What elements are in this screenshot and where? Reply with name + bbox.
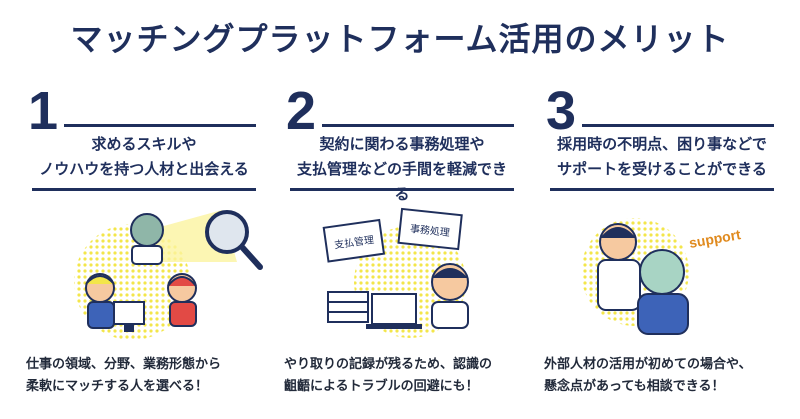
divider <box>32 188 256 191</box>
laptop-icon <box>366 293 422 329</box>
merit-description: やり取りの記録が残るため、認識の 齟齬によるトラブルの回避にも！ <box>284 357 493 394</box>
merit-heading: 契約に関わる事務処理や 支払管理などの手間を軽減できる <box>296 135 507 203</box>
document-stack-icon <box>327 291 369 323</box>
merit-3: 3 採用時の不明点、困り事などで サポートを受けることができる support … <box>540 84 784 414</box>
merit-heading: 求めるスキルや ノウハウを持つ人材と出会える <box>39 135 249 178</box>
person-left-icon <box>85 273 115 329</box>
client-person-icon <box>637 249 689 335</box>
merit-description: 仕事の領域、分野、業務形態から 柔軟にマッチする人を選べる！ <box>26 357 222 394</box>
magnifier-icon <box>205 210 263 270</box>
merit-number: 2 <box>286 81 317 141</box>
person-top-icon <box>130 213 164 265</box>
merit-1: 1 求めるスキルや ノウハウを持つ人材と出会える <box>22 84 266 414</box>
person-icon <box>431 263 469 329</box>
illustration-support: support <box>581 218 742 335</box>
page-title: マッチングプラットフォーム活用のメリット <box>70 20 730 58</box>
illustration-matching <box>74 210 263 340</box>
merit-number: 1 <box>28 81 59 141</box>
illustration-paperwork: 支払管理 事務処理 <box>322 207 469 338</box>
divider <box>64 124 256 127</box>
merit-number: 3 <box>546 81 577 141</box>
merit-description: 外部人材の活用が初めての場合や、 懸念点があっても相談できる！ <box>544 357 752 394</box>
divider <box>550 188 774 191</box>
divider <box>582 124 774 127</box>
card-payment: 支払管理 <box>322 218 386 263</box>
divider <box>290 188 514 191</box>
computer-icon <box>113 301 145 332</box>
card-office-label: 事務処理 <box>409 222 450 239</box>
card-office: 事務処理 <box>397 207 463 251</box>
supporter-person-icon <box>597 223 641 311</box>
merit-2: 2 契約に関わる事務処理や 支払管理などの手間を軽減できる 支払管理 事務処理 <box>280 84 524 414</box>
merit-heading: 採用時の不明点、困り事などで サポートを受けることができる <box>557 135 767 178</box>
person-right-icon <box>167 273 197 327</box>
divider <box>322 124 514 127</box>
support-label: support <box>688 226 742 251</box>
